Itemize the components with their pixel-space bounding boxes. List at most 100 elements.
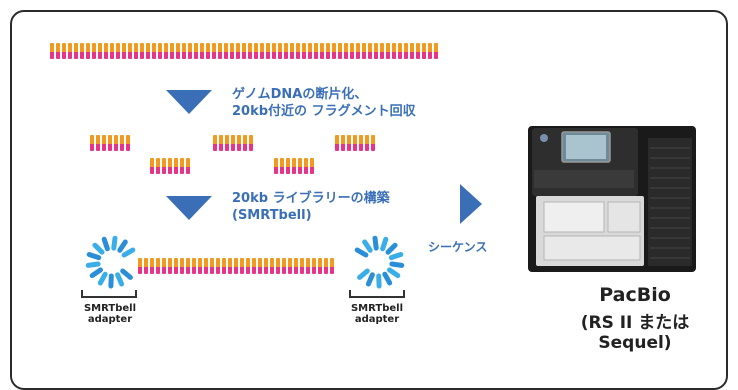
- nucleotide-tick: [110, 43, 114, 59]
- step1-line2: 20kb付近の フラグメント回収: [232, 103, 416, 120]
- nucleotide-tick: [216, 258, 220, 274]
- nucleotide-tick: [386, 43, 390, 59]
- nucleotide-tick: [225, 135, 229, 151]
- dna-fragment: [150, 158, 190, 174]
- nucleotide-tick: [308, 43, 312, 59]
- nucleotide-tick: [404, 43, 408, 59]
- step2-line1: 20kb ライブラリーの構築: [232, 190, 390, 207]
- nucleotide-tick: [56, 43, 60, 59]
- nucleotide-tick: [258, 258, 262, 274]
- nucleotide-tick: [332, 43, 336, 59]
- nucleotide-tick: [292, 158, 296, 174]
- dna-fragment: [213, 135, 253, 151]
- nucleotide-tick: [168, 258, 172, 274]
- nucleotide-tick: [228, 258, 232, 274]
- nucleotide-tick: [234, 258, 238, 274]
- nucleotide-tick: [116, 43, 120, 59]
- nucleotide-tick: [306, 258, 310, 274]
- nucleotide-tick: [266, 43, 270, 59]
- step1-line1: ゲノムDNAの断片化、: [232, 86, 416, 103]
- nucleotide-tick: [282, 258, 286, 274]
- nucleotide-tick: [158, 43, 162, 59]
- nucleotide-tick: [422, 43, 426, 59]
- genomic-dna-strand: [50, 43, 438, 59]
- adapter-dash: [368, 275, 372, 284]
- nucleotide-tick: [92, 43, 96, 59]
- nucleotide-tick: [144, 258, 148, 274]
- adapter-dash: [88, 264, 98, 265]
- nucleotide-tick: [312, 258, 316, 274]
- nucleotide-tick: [140, 43, 144, 59]
- nucleotide-tick: [186, 258, 190, 274]
- nucleotide-tick: [314, 43, 318, 59]
- nucleotide-tick: [254, 43, 258, 59]
- adapter-dash: [95, 245, 102, 252]
- nucleotide-tick: [176, 43, 180, 59]
- nucleotide-tick: [326, 43, 330, 59]
- adapter-dash: [390, 270, 398, 276]
- nucleotide-tick: [200, 43, 204, 59]
- nucleotide-tick: [102, 135, 106, 151]
- nucleotide-tick: [335, 135, 339, 151]
- nucleotide-tick: [320, 43, 324, 59]
- adapter-dash: [118, 275, 122, 284]
- nucleotide-tick: [138, 258, 142, 274]
- nucleotide-tick: [126, 135, 130, 151]
- nucleotide-tick: [90, 135, 94, 151]
- nucleotide-tick: [156, 258, 160, 274]
- nucleotide-tick: [150, 258, 154, 274]
- nucleotide-tick: [240, 258, 244, 274]
- nucleotide-tick: [104, 43, 108, 59]
- nucleotide-tick: [80, 43, 84, 59]
- nucleotide-tick: [128, 43, 132, 59]
- nucleotide-tick: [50, 43, 54, 59]
- adapter-dash: [360, 271, 368, 277]
- nucleotide-tick: [272, 43, 276, 59]
- nucleotide-tick: [120, 135, 124, 151]
- adapter-dash: [92, 270, 100, 276]
- nucleotide-tick: [304, 158, 308, 174]
- nucleotide-tick: [353, 135, 357, 151]
- sequencing-right-arrow: [460, 184, 482, 224]
- nucleotide-tick: [330, 258, 334, 274]
- nucleotide-tick: [218, 43, 222, 59]
- nucleotide-tick: [114, 135, 118, 151]
- instrument-caption: PacBio (RS II または Sequel): [560, 284, 710, 353]
- adapter-dash: [375, 238, 376, 248]
- nucleotide-tick: [152, 43, 156, 59]
- step2-down-arrow: [166, 196, 212, 220]
- nucleotide-tick: [296, 43, 300, 59]
- nucleotide-tick: [290, 43, 294, 59]
- adapter-dash: [385, 274, 390, 283]
- nucleotide-tick: [206, 43, 210, 59]
- nucleotide-tick: [231, 135, 235, 151]
- adapter-dash: [89, 255, 99, 258]
- nucleotide-tick: [410, 43, 414, 59]
- nucleotide-tick: [252, 258, 256, 274]
- nucleotide-tick: [260, 43, 264, 59]
- nucleotide-tick: [428, 43, 432, 59]
- nucleotide-tick: [248, 43, 252, 59]
- nucleotide-tick: [243, 135, 247, 151]
- adapter-dash: [104, 239, 107, 249]
- nucleotide-tick: [298, 158, 302, 174]
- nucleotide-tick: [213, 135, 217, 151]
- nucleotide-tick: [98, 43, 102, 59]
- nucleotide-tick: [242, 43, 246, 59]
- step2-line2: (SMRTbell): [232, 207, 390, 224]
- dna-fragment: [90, 135, 130, 151]
- nucleotide-tick: [222, 258, 226, 274]
- nucleotide-tick: [288, 258, 292, 274]
- nucleotide-tick: [280, 158, 284, 174]
- adapter-dash: [100, 274, 105, 283]
- nucleotide-tick: [284, 43, 288, 59]
- nucleotide-tick: [96, 135, 100, 151]
- nucleotide-tick: [86, 43, 90, 59]
- adapter-dash: [114, 238, 115, 248]
- nucleotide-tick: [294, 258, 298, 274]
- nucleotide-tick: [192, 258, 196, 274]
- nucleotide-tick: [434, 43, 438, 59]
- nucleotide-tick: [278, 43, 282, 59]
